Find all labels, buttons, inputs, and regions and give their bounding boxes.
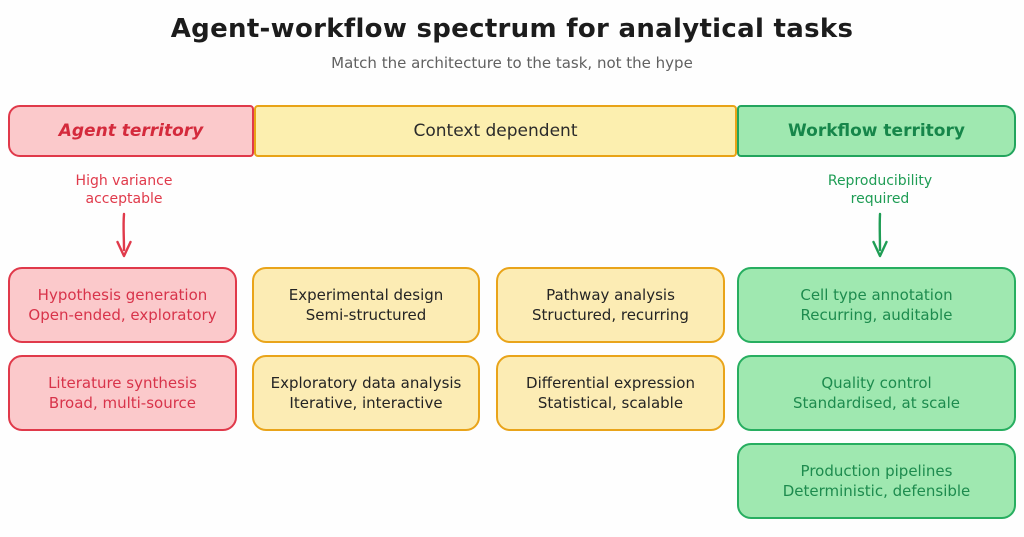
card-quality-control[interactable]: Quality control Standardised, at scale bbox=[737, 355, 1016, 431]
down-arrow-icon bbox=[116, 212, 132, 258]
card-exploratory-data-analysis[interactable]: Exploratory data analysis Iterative, int… bbox=[252, 355, 480, 431]
down-arrow-icon bbox=[872, 212, 888, 258]
annotation-reproducibility: Reproducibility required bbox=[800, 172, 960, 260]
card-production-pipelines[interactable]: Production pipelines Deterministic, defe… bbox=[737, 443, 1016, 519]
spectrum-bar: Agent territory Context dependent Workfl… bbox=[8, 105, 1016, 157]
card-hypothesis-generation[interactable]: Hypothesis generation Open-ended, explor… bbox=[8, 267, 237, 343]
spectrum-segment-workflow-territory[interactable]: Workflow territory bbox=[737, 105, 1016, 157]
spectrum-segment-context-dependent[interactable]: Context dependent bbox=[254, 105, 737, 157]
spectrum-segment-agent-territory[interactable]: Agent territory bbox=[8, 105, 254, 157]
card-literature-synthesis[interactable]: Literature synthesis Broad, multi-source bbox=[8, 355, 237, 431]
card-pathway-analysis[interactable]: Pathway analysis Structured, recurring bbox=[496, 267, 725, 343]
page-subtitle: Match the architecture to the task, not … bbox=[331, 54, 693, 72]
annotation-high-variance: High variance acceptable bbox=[48, 172, 200, 260]
card-cell-type-annotation[interactable]: Cell type annotation Recurring, auditabl… bbox=[737, 267, 1016, 343]
annotation-reproducibility-label: Reproducibility required bbox=[827, 173, 933, 207]
card-differential-expression[interactable]: Differential expression Statistical, sca… bbox=[496, 355, 725, 431]
page-title: Agent-workflow spectrum for analytical t… bbox=[170, 14, 854, 44]
annotation-high-variance-label: High variance acceptable bbox=[75, 173, 173, 207]
card-experimental-design[interactable]: Experimental design Semi-structured bbox=[252, 267, 480, 343]
